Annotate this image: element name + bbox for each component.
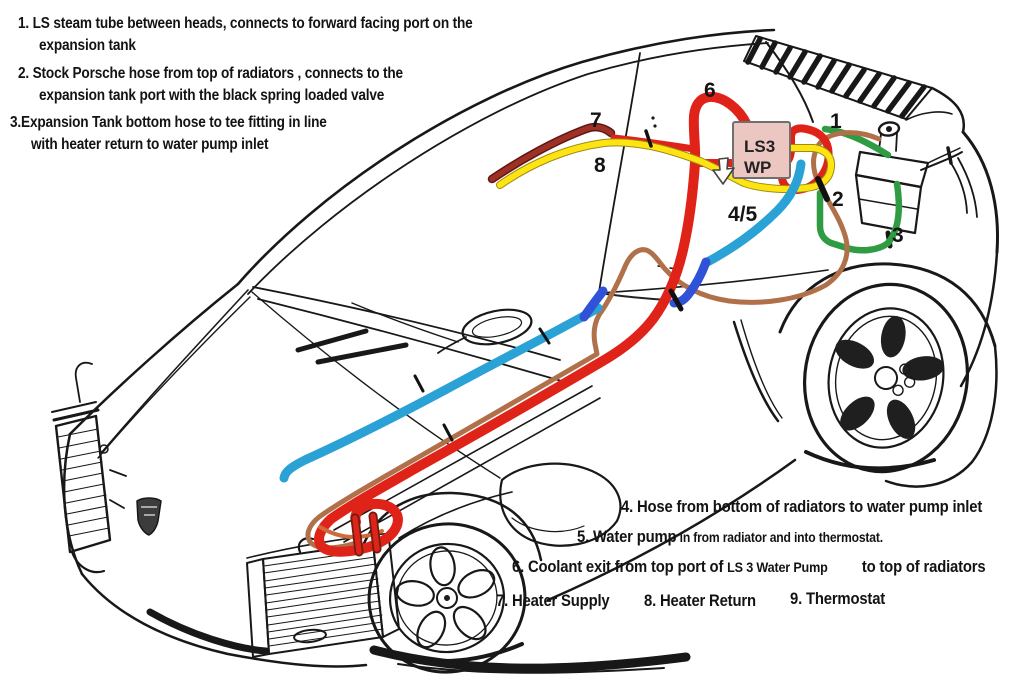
legend-item-3-line-1: 3.Expansion Tank bottom hose to tee fitt… bbox=[10, 114, 327, 131]
legend-item-6: 6. Coolant exit from top port of LS 3 Wa… bbox=[512, 558, 986, 577]
cowl-and-wipers bbox=[295, 302, 533, 365]
hose-coolant-red-main bbox=[314, 92, 752, 557]
rear-wheel-shadow bbox=[804, 450, 936, 471]
hose-heater-return-yellow bbox=[497, 139, 835, 193]
callout-1: 1 bbox=[830, 110, 842, 133]
hose-clamps bbox=[413, 129, 830, 442]
hose-radiator-cyan-rear bbox=[701, 159, 806, 268]
legend-item-7: 7. Heater Supply bbox=[496, 592, 610, 610]
callout-6: 6 bbox=[704, 79, 716, 102]
hose-radiator-feed-red bbox=[352, 513, 380, 555]
callout-7: 7 bbox=[590, 109, 602, 132]
hose-steam-tube-green bbox=[821, 125, 892, 159]
hose-radiator-blue-front bbox=[579, 286, 608, 322]
ls3-wp-box-rect bbox=[732, 121, 791, 179]
legend-item-6-big: 6. Coolant exit from top port of bbox=[512, 558, 728, 576]
ls3-wp-box-line2: WP bbox=[744, 158, 771, 177]
callout-3: 3 bbox=[892, 224, 904, 247]
legend-item-2-line-2: expansion tank port with the black sprin… bbox=[39, 87, 385, 104]
legend-item-6-mid: LS 3 Water Pump bbox=[727, 559, 828, 575]
hose-tank-bottom-green bbox=[816, 180, 903, 254]
legend-item-9: 9. Thermostat bbox=[790, 590, 886, 608]
side-radiator bbox=[51, 361, 127, 574]
legend-item-6-tail: to top of radiators bbox=[861, 558, 986, 576]
legend-item-5: 5. Water pump in from radiator and into … bbox=[577, 528, 883, 547]
callout-2: 2 bbox=[832, 188, 844, 211]
front-radiator bbox=[246, 491, 513, 658]
hose-expansion-brown bbox=[305, 130, 882, 551]
legend-item-2-line-1: 2. Stock Porsche hose from top of radiat… bbox=[18, 65, 403, 82]
front-wheel bbox=[367, 522, 527, 674]
front-wheel-shadow bbox=[372, 642, 524, 664]
ls3-wp-box: LS3 WP bbox=[732, 121, 791, 179]
legend-item-3-line-2: with heater return to water pump inlet bbox=[31, 136, 269, 153]
expansion-tank bbox=[854, 111, 963, 249]
rear-deck-louvers bbox=[743, 35, 933, 120]
down-arrow-icon bbox=[712, 157, 735, 185]
legend-item-5-small: in from radiator and into thermostat. bbox=[676, 530, 883, 545]
porsche-crest bbox=[136, 497, 162, 536]
legend-item-4: 4. Hose from bottom of radiators to wate… bbox=[621, 498, 983, 516]
legend-item-1-line-1: 1. LS steam tube between heads, connects… bbox=[18, 15, 473, 32]
callout-8: 8 bbox=[594, 154, 606, 177]
callout-4-5: 4/5 bbox=[728, 203, 758, 226]
diagram-callouts: 7 8 6 1 2 3 4/5 bbox=[590, 79, 904, 247]
legend-item-5-big: 5. Water pump bbox=[577, 528, 677, 546]
ls3-wp-box-line1: LS3 bbox=[744, 137, 775, 156]
hose-heater-supply-maroon bbox=[489, 124, 614, 182]
rear-wheel bbox=[802, 282, 970, 474]
legend-item-1-line-2: expansion tank bbox=[39, 37, 136, 54]
hose-radiator-cyan-front bbox=[279, 303, 603, 483]
legend-item-8: 8. Heater Return bbox=[644, 592, 756, 610]
